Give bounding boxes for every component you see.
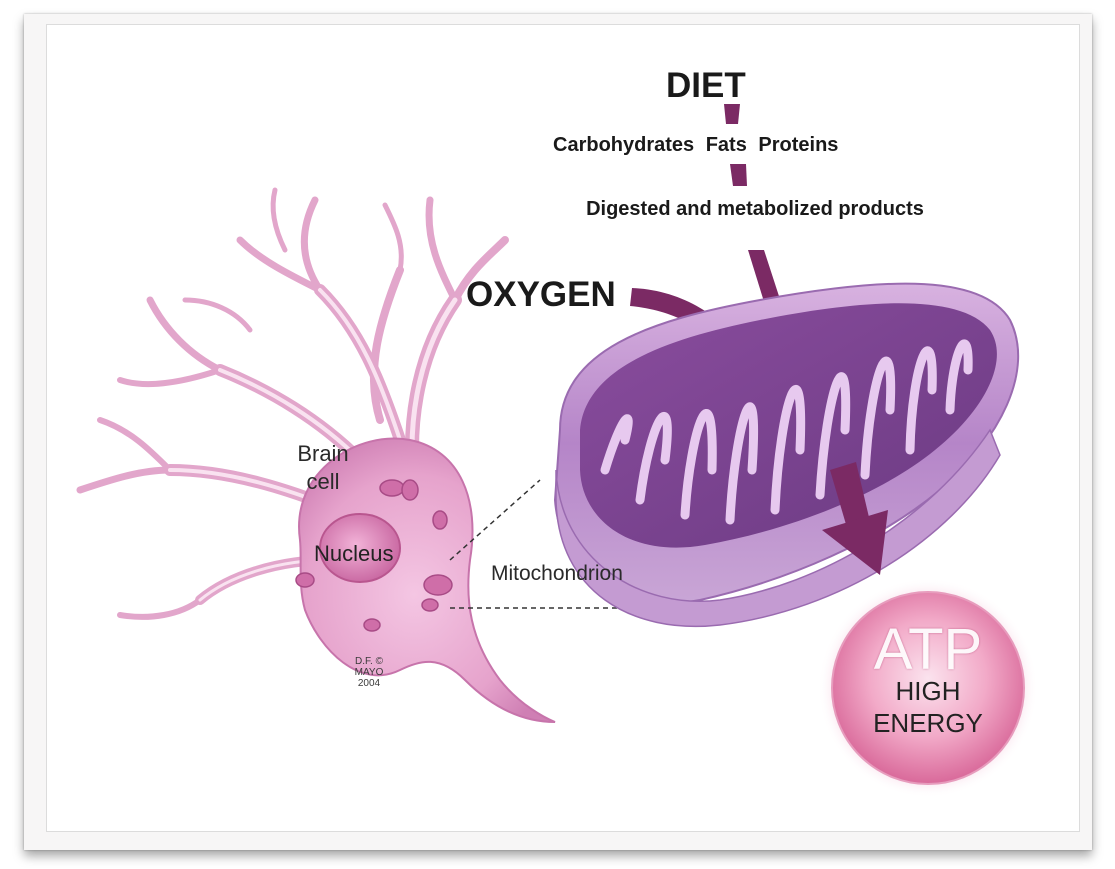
high-label: HIGH (868, 676, 988, 707)
artist-signature: D.F. © MAYO 2004 (344, 656, 394, 689)
mitochondrion-label: Mitochondrion (491, 562, 623, 586)
nutrients-label: Carbohydrates Fats Proteins (553, 134, 838, 157)
brain-cell-label: Brain cell (278, 440, 368, 496)
mitochondrion-shape (555, 284, 1018, 627)
energy-label: ENERGY (868, 708, 988, 739)
digested-label: Digested and metabolized products (575, 196, 935, 222)
diet-label: DIET (666, 66, 746, 106)
nucleus-label: Nucleus (314, 541, 393, 567)
atp-label: ATP (868, 616, 988, 683)
oxygen-label: OXYGEN (466, 275, 616, 315)
